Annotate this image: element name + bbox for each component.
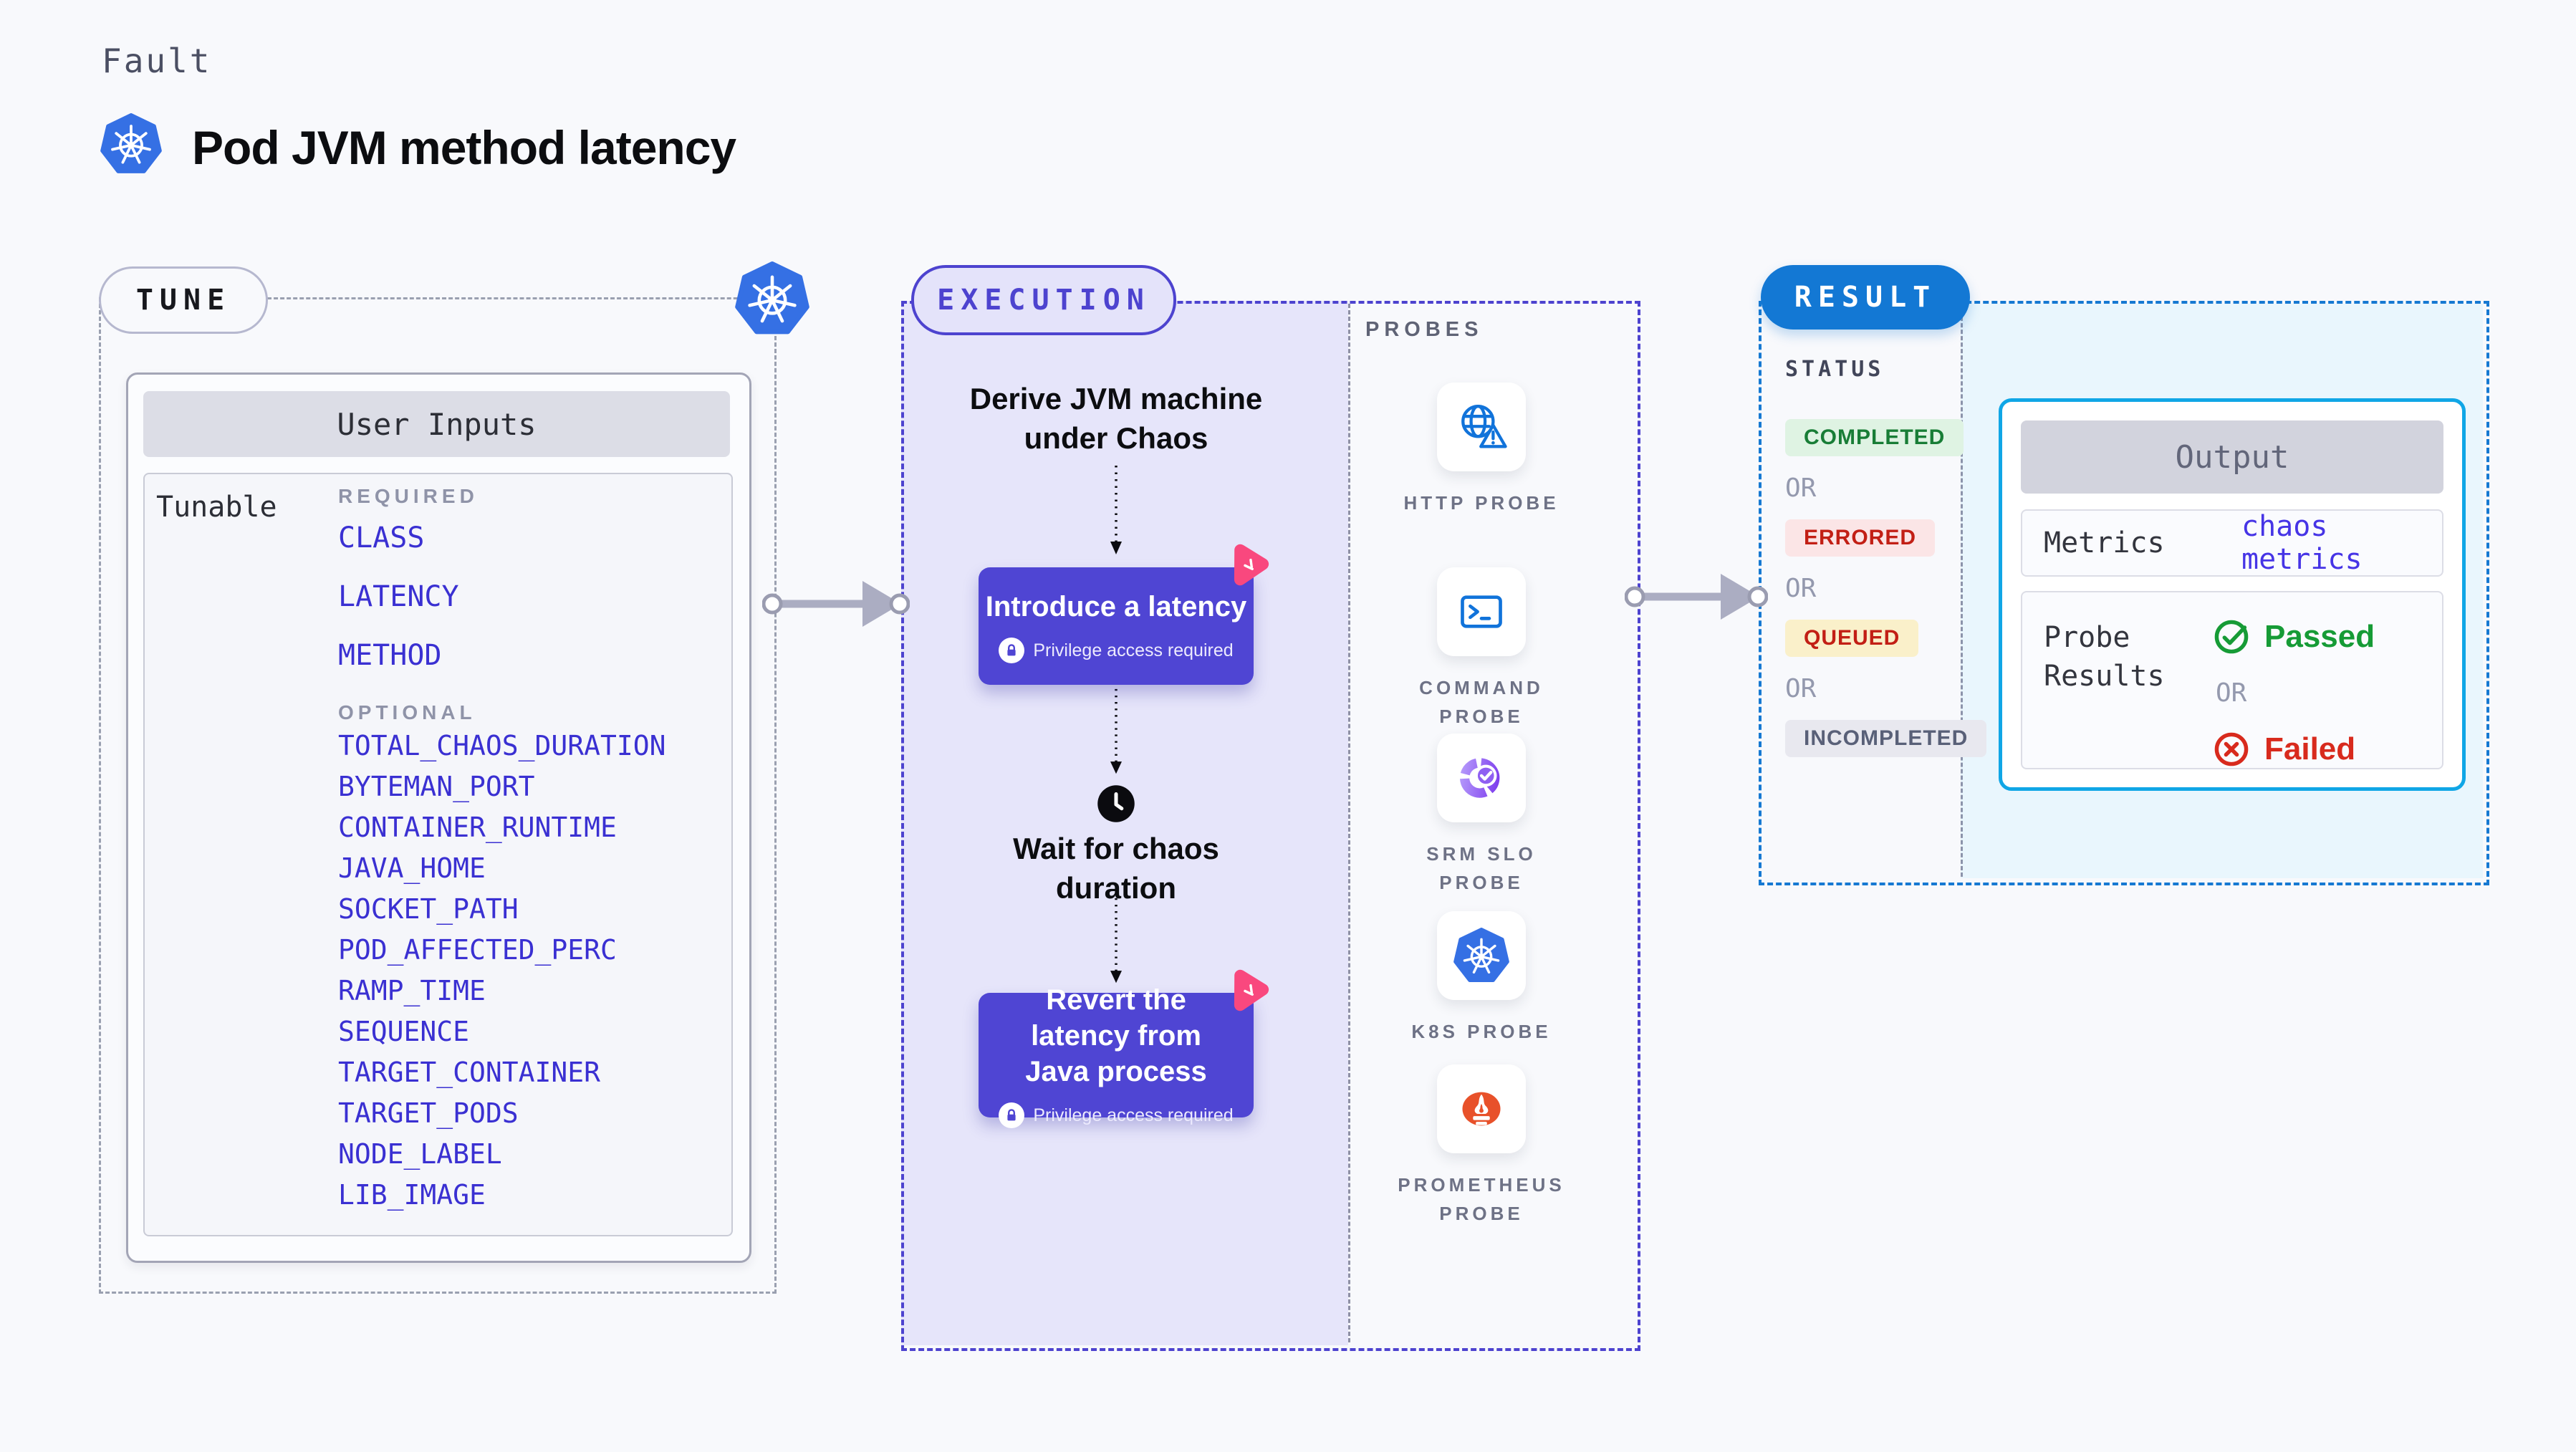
tune-pill: TUNE: [99, 266, 268, 334]
tunable-label: Tunable: [156, 491, 277, 524]
user-inputs-header: User Inputs: [143, 391, 730, 457]
execution-region: [901, 301, 1640, 1351]
http-probe-label: HTTP PROBE: [1403, 492, 1559, 514]
privilege-note: Privilege access required: [999, 638, 1234, 663]
param-container-runtime: CONTAINER_RUNTIME: [338, 811, 617, 843]
param-java-home: JAVA_HOME: [338, 852, 486, 884]
privilege-note-text: Privilege access required: [1033, 640, 1234, 660]
or-separator: OR: [1785, 573, 1817, 603]
revert-latency-label: Revert the latency from Java process: [1025, 984, 1207, 1087]
optional-group: TOTAL_CHAOS_DURATION BYTEMAN_PORT CONTAI…: [338, 725, 725, 1215]
failed-label: Failed: [2264, 731, 2356, 766]
probe-results-label: Probe Results: [2044, 621, 2165, 693]
status-badge-completed: COMPLETED: [1785, 419, 1964, 456]
prometheus-probe-label: PROMETHEUS PROBE: [1398, 1174, 1565, 1225]
output-card: Output Metrics chaos metrics Probe Resul…: [1999, 398, 2466, 791]
privilege-note-text: Privilege access required: [1033, 1105, 1234, 1125]
param-node-label: NODE_LABEL: [338, 1138, 502, 1170]
lock-icon: [999, 1102, 1025, 1128]
execution-probes-divider: [1348, 304, 1350, 1342]
execution-pill: EXECUTION: [911, 265, 1176, 335]
command-probe-card: [1437, 567, 1526, 656]
clock-icon: [1096, 784, 1136, 824]
tune-region: [99, 297, 777, 1294]
prometheus-flame-icon: [1453, 1081, 1509, 1137]
srm-slo-probe-card: [1437, 734, 1526, 822]
x-circle-icon: [2213, 731, 2250, 768]
status-column: STATUS COMPLETED OR ERRORED OR QUEUED OR…: [1785, 357, 1987, 757]
param-socket-path: SOCKET_PATH: [338, 893, 519, 925]
param-byteman-port: BYTEMAN_PORT: [338, 770, 535, 802]
introduce-latency-step: Introduce a latency Privilege access req…: [979, 567, 1254, 685]
required-heading: REQUIRED: [338, 485, 479, 507]
status-badge-errored: ERRORED: [1785, 519, 1936, 557]
param-lib-image: LIB_IMAGE: [338, 1178, 486, 1211]
dotted-down-arrow-icon: [1107, 464, 1125, 559]
or-separator: OR: [2216, 678, 2247, 708]
status-badge-incompleted: INCOMPLETED: [1785, 720, 1987, 757]
optional-heading: OPTIONAL: [338, 701, 476, 723]
result-pill: RESULT: [1761, 265, 1970, 330]
or-separator: OR: [1785, 473, 1817, 503]
chaos-spark-icon: [1221, 539, 1276, 594]
privilege-note: Privilege access required: [999, 1102, 1234, 1128]
probe-results-row: Probe Results Passed OR Failed: [2021, 591, 2443, 769]
param-target-container: TARGET_CONTAINER: [338, 1056, 601, 1088]
required-group: CLASS LATENCY METHOD: [338, 509, 725, 685]
slo-gauge-check-icon: [1453, 750, 1509, 806]
k8s-probe-label: K8S PROBE: [1411, 1021, 1552, 1042]
kubernetes-icon: [1453, 928, 1509, 984]
check-circle-icon: [2213, 618, 2250, 655]
output-header: Output: [2021, 420, 2443, 494]
user-inputs-body: [143, 473, 733, 1236]
lock-icon: [999, 638, 1025, 663]
metrics-row: Metrics chaos metrics: [2021, 509, 2443, 577]
kubernetes-icon: [100, 113, 162, 175]
dotted-down-arrow-icon: [1107, 688, 1125, 778]
srm-slo-probe-label: SRM SLO PROBE: [1426, 843, 1537, 894]
dotted-down-arrow-icon: [1107, 897, 1125, 987]
param-latency: LATENCY: [338, 580, 459, 613]
param-method: METHOD: [338, 639, 442, 672]
introduce-latency-label: Introduce a latency: [985, 591, 1247, 622]
command-probe-label: COMMAND PROBE: [1419, 677, 1544, 728]
k8s-probe-card: [1437, 911, 1526, 1000]
terminal-icon: [1453, 584, 1509, 640]
status-badge-queued: QUEUED: [1785, 620, 1919, 657]
arrow-tune-to-execution-icon: [762, 581, 910, 627]
fault-kicker: Fault: [102, 42, 212, 80]
kubernetes-icon: [735, 261, 809, 336]
page-title: Pod JVM method latency: [192, 121, 736, 174]
arrow-execution-to-result-icon: [1625, 574, 1768, 620]
param-class: CLASS: [338, 521, 425, 554]
passed-line: Passed: [2213, 618, 2375, 655]
prometheus-probe-card: [1437, 1064, 1526, 1153]
derive-jvm-heading: Derive JVM machine under Chaos: [969, 382, 1263, 455]
param-ramp-time: RAMP_TIME: [338, 974, 486, 1006]
passed-label: Passed: [2264, 619, 2375, 654]
metrics-value: chaos metrics: [2241, 510, 2363, 576]
tunable-parameters: REQUIRED CLASS LATENCY METHOD OPTIONAL T…: [338, 484, 725, 1215]
or-separator: OR: [1785, 673, 1817, 703]
execution-flow-panel: [901, 301, 1348, 1345]
metrics-label: Metrics: [2044, 527, 2165, 559]
probe-results-values: Passed OR Failed: [2213, 618, 2375, 768]
param-target-pods: TARGET_PODS: [338, 1097, 519, 1129]
revert-latency-step: Revert the latency from Java process Pri…: [979, 984, 1254, 1128]
status-heading: STATUS: [1785, 357, 1885, 382]
http-probe-card: [1437, 383, 1526, 471]
globe-alert-icon: [1453, 399, 1509, 455]
param-pod-affected-perc: POD_AFFECTED_PERC: [338, 933, 617, 966]
wait-duration-heading: Wait for chaos duration: [1013, 832, 1219, 905]
param-sequence: SEQUENCE: [338, 1015, 470, 1047]
status-output-divider: [1961, 304, 1963, 877]
probes-heading: PROBES: [1365, 318, 1484, 341]
param-total-chaos-duration: TOTAL_CHAOS_DURATION: [338, 729, 666, 761]
chaos-spark-icon: [1221, 964, 1276, 1019]
failed-line: Failed: [2213, 731, 2375, 768]
